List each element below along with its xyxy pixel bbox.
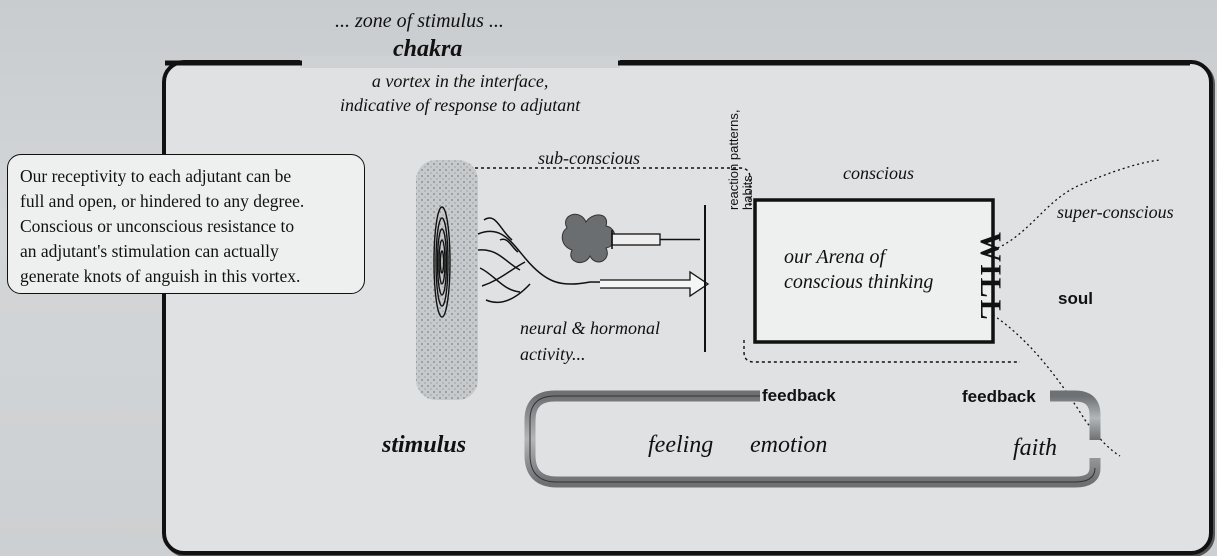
reaction-patterns-label: reaction patterns, habits <box>727 110 755 210</box>
vortex-description-line: indicative of response to adjutant <box>340 93 580 117</box>
soul-label: soul <box>1058 289 1093 309</box>
will-label: WILL <box>973 232 1007 322</box>
arena-line: our Arena of <box>784 245 933 270</box>
callout-line: Conscious or unconscious resistance to <box>20 214 352 239</box>
reaction-line: reaction patterns, <box>727 110 741 210</box>
faith-label: faith <box>1013 435 1057 462</box>
stimulus-label: stimulus <box>382 432 466 459</box>
feeling-label: feeling <box>648 432 713 459</box>
neural-line: activity... <box>520 341 660 367</box>
reaction-line: habits <box>741 110 755 210</box>
feedback-label-right: feedback <box>962 387 1036 407</box>
arrow-icon <box>600 272 708 296</box>
chakra-title: chakra <box>393 36 462 63</box>
neural-label: neural & hormonal activity... <box>520 315 660 367</box>
receptivity-callout: Our receptivity to each adjutant can be … <box>7 154 365 294</box>
vortex-description: a vortex in the interface, indicative of… <box>340 69 580 117</box>
zone-label: ... zone of stimulus ... <box>335 10 504 33</box>
vortex-description-line: a vortex in the interface, <box>340 69 580 93</box>
feedback-label-left: feedback <box>762 386 836 406</box>
subconscious-label: sub-conscious <box>538 148 640 169</box>
callout-line: Our receptivity to each adjutant can be <box>20 164 352 189</box>
subconscious-boundary <box>475 168 750 208</box>
callout-line: full and open, or hindered to any degree… <box>20 189 352 214</box>
callout-line: an adjutant's stimulation can actually <box>20 239 352 264</box>
emotion-label: emotion <box>750 432 827 459</box>
superconscious-label: super-conscious <box>1057 202 1174 223</box>
callout-line: generate knots of anguish in this vortex… <box>20 264 352 289</box>
arena-line: conscious thinking <box>784 270 933 295</box>
neural-line: neural & hormonal <box>520 315 660 341</box>
gland-icon <box>562 214 700 262</box>
conscious-label: conscious <box>843 163 914 184</box>
arena-label: our Arena of conscious thinking <box>784 245 933 295</box>
